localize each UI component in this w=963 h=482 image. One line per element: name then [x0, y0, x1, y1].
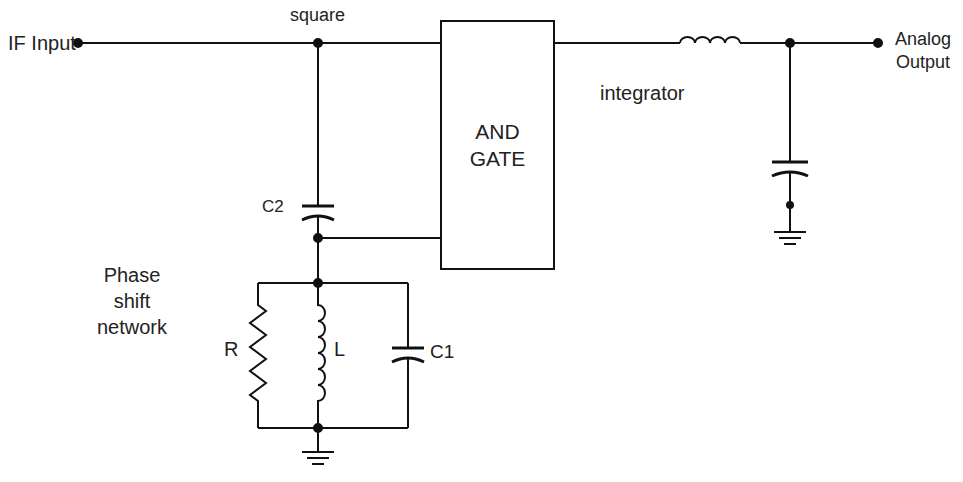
resistor-symbol — [250, 283, 266, 428]
component-label: L — [334, 336, 345, 362]
wire — [258, 427, 408, 429]
ground-symbol — [302, 451, 334, 453]
signal-name: square — [290, 4, 345, 27]
wire — [317, 428, 319, 452]
ground-symbol — [784, 243, 796, 245]
gate-input-wire — [318, 237, 440, 239]
gate-output-wire — [555, 42, 680, 44]
wire — [789, 172, 791, 205]
ground-symbol — [312, 463, 324, 465]
wire — [789, 205, 791, 232]
inductor-symbol — [318, 283, 325, 428]
capacitor-c2-plate — [302, 205, 334, 208]
ground-symbol — [774, 231, 806, 233]
signal-name: Analog Output — [888, 28, 958, 75]
output-wire — [740, 42, 878, 44]
ground-symbol — [779, 237, 801, 239]
output-terminal — [874, 39, 882, 47]
capacitor-c1-plate — [392, 347, 424, 350]
component-label: C1 — [430, 340, 454, 365]
integrator-capacitor — [772, 161, 808, 164]
signal-name: IF Input — [8, 30, 76, 56]
section-name: Phase shift network — [84, 262, 180, 340]
wire — [317, 216, 319, 283]
and-gate-box: AND GATE — [440, 20, 555, 270]
gate-label: AND GATE — [447, 118, 548, 173]
wire — [258, 282, 408, 284]
component-label: C2 — [262, 196, 284, 218]
wire — [407, 358, 409, 428]
input-wire — [78, 42, 440, 44]
integrator-inductor — [680, 37, 740, 43]
component-label: R — [224, 336, 238, 362]
section-name: integrator — [600, 80, 685, 106]
wire — [789, 43, 791, 162]
ground-symbol — [307, 457, 329, 459]
wire — [407, 283, 409, 348]
wire — [317, 43, 319, 206]
